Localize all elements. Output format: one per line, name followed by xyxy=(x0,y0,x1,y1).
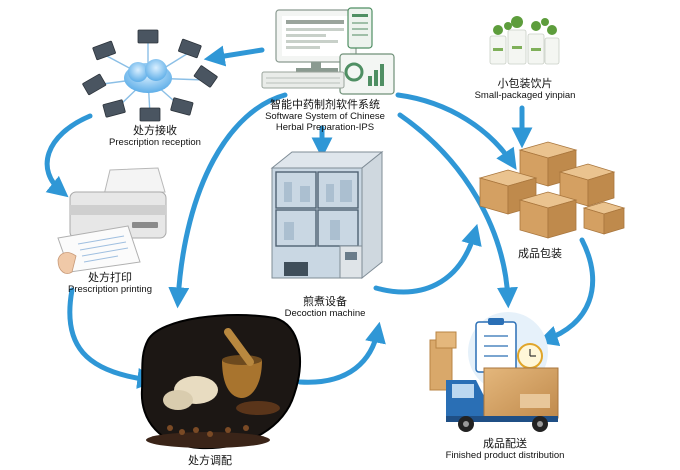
yinpian-label-en: Small-packaged yinpian xyxy=(474,89,576,101)
packaging-label: 成品包装 xyxy=(500,247,580,261)
decoction-label-zh: 煎煮设备 xyxy=(303,295,347,308)
printing-label: 处方打印 Prescription printing xyxy=(45,271,175,296)
arrow-ips-to-distribution xyxy=(397,112,518,309)
distribution-label: 成品配送 Finished product distribution xyxy=(415,437,595,462)
arrow-ips-to-reception xyxy=(203,45,265,67)
flow-arrows xyxy=(44,45,596,389)
arrow-decoction-to-packaging xyxy=(373,223,482,295)
decoction-label-en: Decoction machine xyxy=(284,307,366,319)
arrow-dispensing-to-decoction xyxy=(297,321,386,385)
dispensing-label-zh: 处方调配 xyxy=(188,454,232,467)
dispensing-label: 处方调配 xyxy=(170,454,250,468)
reception-label: 处方接收 Prescription reception xyxy=(85,124,225,149)
delivery-truck-icon xyxy=(429,312,559,432)
printing-label-en: Prescription printing xyxy=(68,283,152,295)
yinpian-label: 小包装饮片 Small-packaged yinpian xyxy=(460,77,590,102)
ips-label-zh: 智能中药制剂软件系统 xyxy=(270,98,380,111)
ips-label: 智能中药制剂软件系统 Software System of Chinese He… xyxy=(235,98,415,133)
herb-bags-icon xyxy=(489,16,560,65)
ips-label-en-line1: Software System of Chinese xyxy=(265,110,385,122)
herbs-mortar-icon xyxy=(140,313,301,450)
arrow-printer-to-dispensing xyxy=(67,287,159,389)
packaging-label-zh: 成品包装 xyxy=(518,247,562,260)
printing-label-zh: 处方打印 xyxy=(88,271,132,284)
reception-label-en: Prescription reception xyxy=(109,136,201,148)
distribution-label-zh: 成品配送 xyxy=(483,437,527,450)
decoction-label: 煎煮设备 Decoction machine xyxy=(260,295,390,320)
distribution-label-en: Finished product distribution xyxy=(445,449,565,461)
ips-label-en-line2: Herbal Preparation-IPS xyxy=(275,121,375,133)
network-laptops-icon xyxy=(82,29,218,122)
arrow-reception-to-printer xyxy=(44,113,93,198)
printer-icon xyxy=(57,167,167,274)
boxes-icon xyxy=(478,141,626,239)
arrow-ips-to-dispensing xyxy=(168,92,288,309)
machine-icon xyxy=(270,150,384,280)
arrow-ips-to-packaging xyxy=(395,92,517,170)
arrow-packaging-to-distribution xyxy=(537,237,596,346)
yinpian-label-zh: 小包装饮片 xyxy=(497,77,553,90)
computer-icon xyxy=(261,7,395,95)
reception-label-zh: 处方接收 xyxy=(133,124,177,137)
